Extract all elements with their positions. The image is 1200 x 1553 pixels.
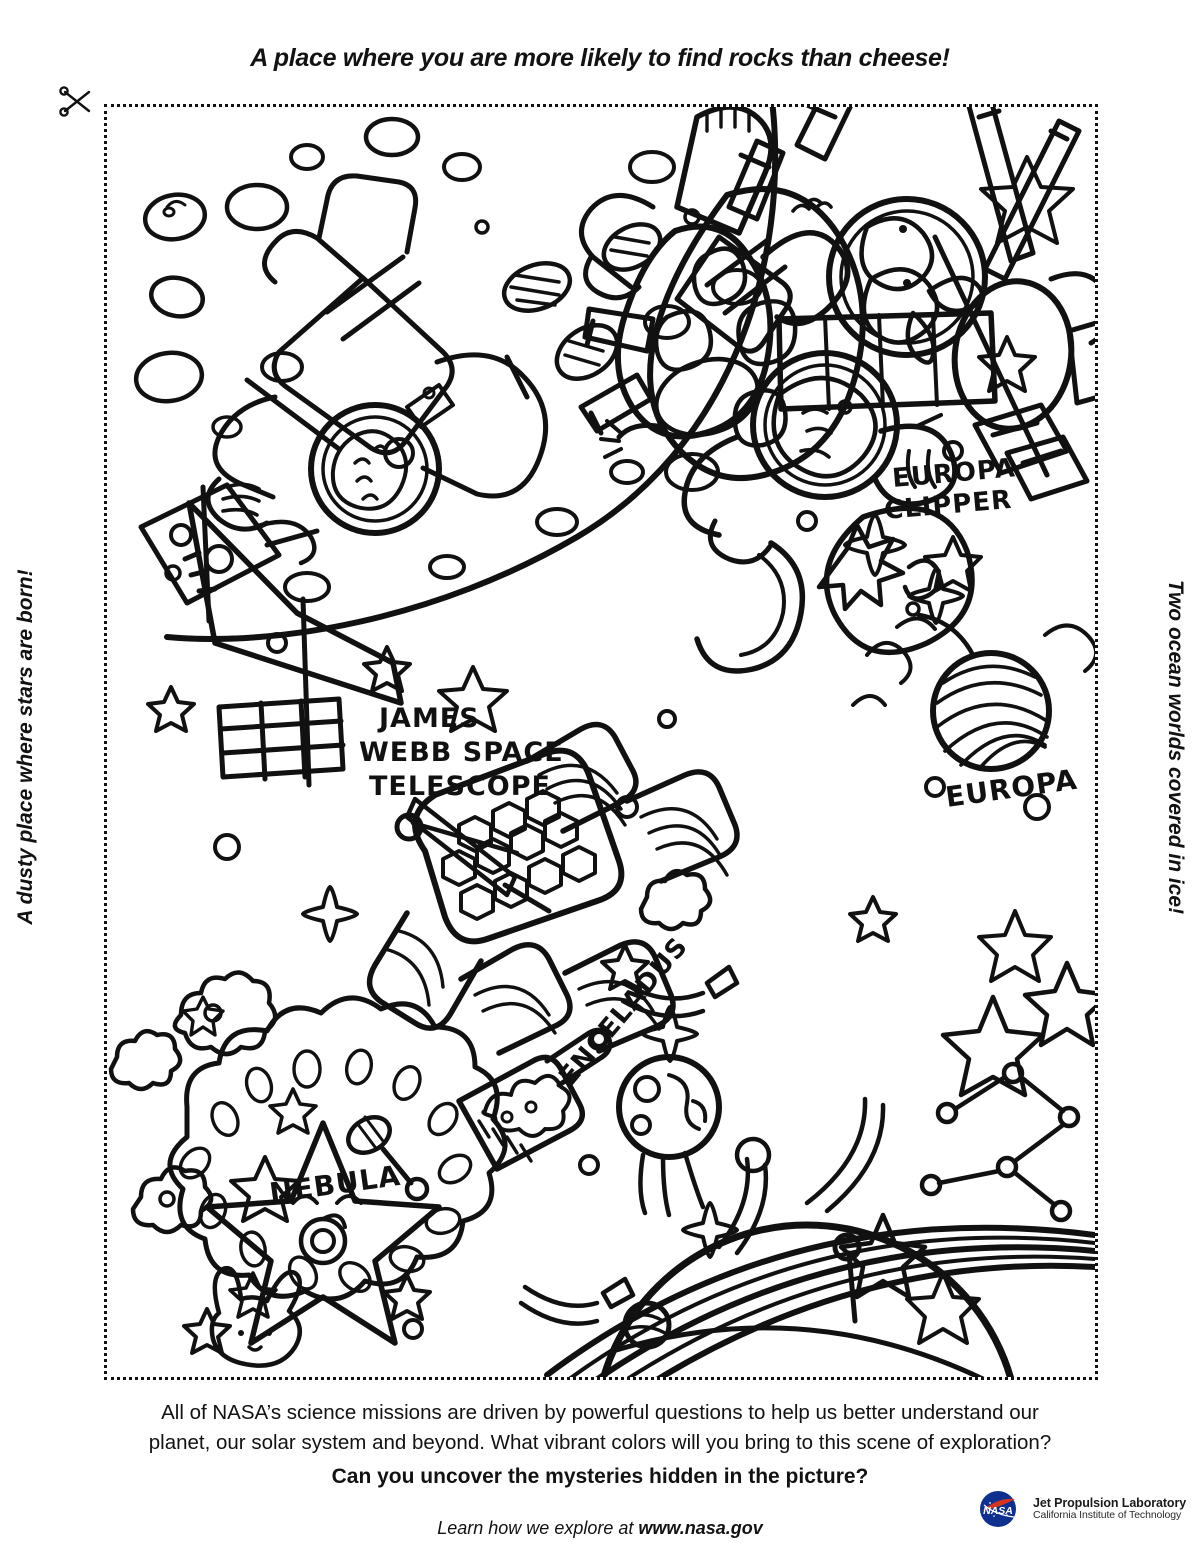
jwst-label-line-1: JAMES	[377, 703, 480, 734]
learn-more-line: Learn how we explore at www.nasa.gov	[0, 1518, 1200, 1539]
jwst-label-line-3: TELESCOPE	[369, 771, 551, 802]
europa-label: EUROPA	[943, 763, 1079, 814]
coloring-artwork: JAMES WEBB SPACE TELESCOPE EUROPA CLIPPE…	[108, 107, 1095, 1377]
right-side-caption: Two ocean worlds covered in ice!	[1164, 579, 1187, 915]
scissors-icon	[59, 86, 91, 117]
left-side-caption: A dusty place where stars are born!	[14, 569, 37, 925]
nasa-url[interactable]: www.nasa.gov	[638, 1518, 763, 1538]
nasa-meatball-icon: NASA	[980, 1491, 1016, 1527]
caltech-name: California Institute of Technology	[1033, 1509, 1182, 1522]
learn-more-prefix: Learn how we explore at	[437, 1518, 639, 1538]
jpl-name: Jet Propulsion Laboratory	[1033, 1496, 1187, 1511]
mystery-question: Can you uncover the mysteries hidden in …	[331, 1465, 869, 1488]
nasa-wordmark: NASA	[983, 1505, 1013, 1517]
mission-paragraph-line-2: planet, our solar system and beyond. Wha…	[148, 1431, 1052, 1454]
jwst-label-line-2: WEBB SPACE	[359, 737, 564, 768]
bottom-text-block: All of NASA’s science missions are drive…	[0, 1398, 1200, 1539]
nasa-jpl-logo: NASA Jet Propulsion Laboratory Californi…	[978, 1489, 1186, 1529]
coloring-artwork-frame: JAMES WEBB SPACE TELESCOPE EUROPA CLIPPE…	[104, 104, 1098, 1380]
mission-paragraph-line-1: All of NASA’s science missions are drive…	[161, 1401, 1039, 1424]
top-caption: A place where you are more likely to fin…	[250, 44, 950, 72]
